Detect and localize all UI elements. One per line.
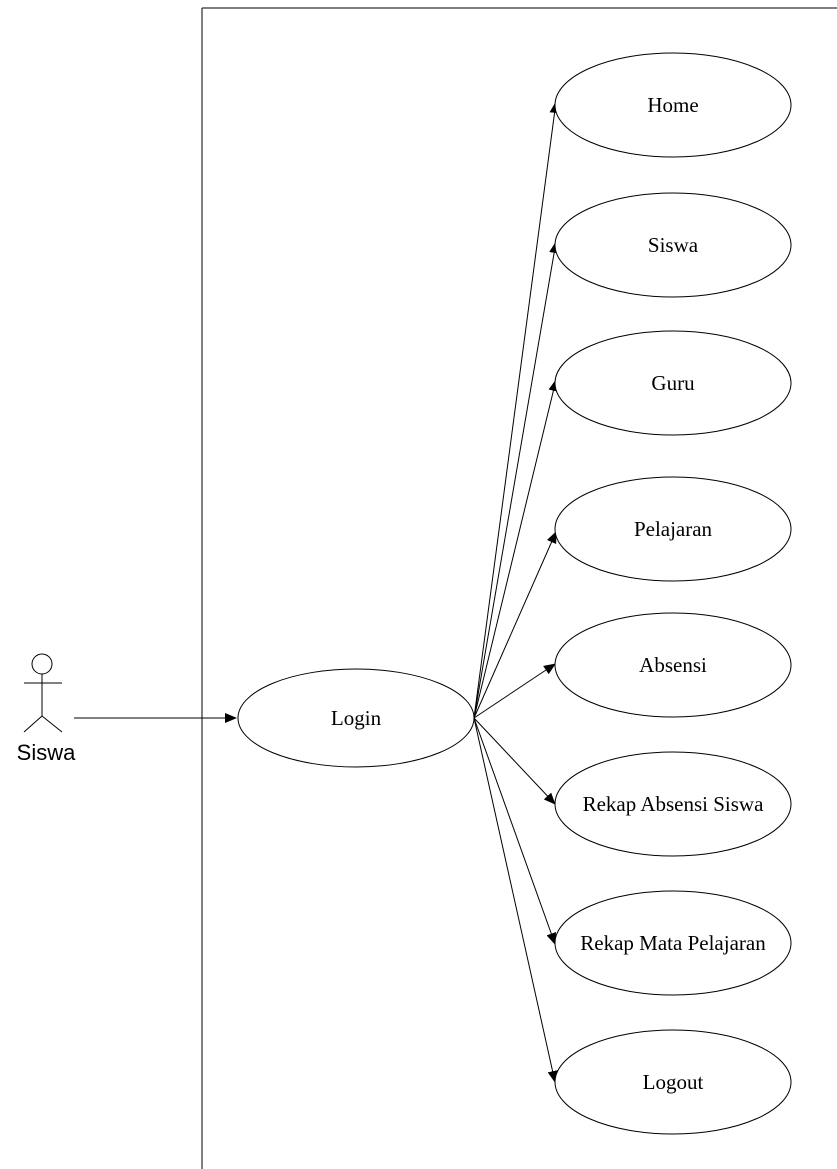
usecase-siswa-ellipse [554,192,792,298]
usecase-pelajaran-label: Pelajaran [634,517,713,541]
system-boundary [201,7,837,1169]
usecase-logout-ellipse [554,1029,792,1135]
usecase-logout-label: Logout [643,1070,704,1094]
usecase-siswa-label: Siswa [648,233,699,257]
assoc-rekap-mata-pelajaran [473,717,556,945]
actor-left-leg [23,715,43,733]
usecase-guru: Guru [554,330,792,436]
usecase-home-ellipse [554,52,792,158]
usecase-rekap-absensi-siswa-ellipse [554,751,792,857]
assoc-rekap-absensi-siswa [473,717,556,805]
usecase-rekap-mata-pelajaran-ellipse [554,890,792,996]
usecase-absensi-ellipse [554,612,792,718]
assoc-home [473,101,560,719]
usecase-rekap-absensi-siswa: Rekap Absensi Siswa [554,751,792,857]
assoc-logout [473,717,558,1083]
usecase-rekap-absensi-siswa-label: Rekap Absensi Siswa [583,792,765,816]
actor-head [31,653,53,675]
actor-siswa: Siswa [17,653,76,765]
assoc-pelajaran [473,531,557,719]
usecase-absensi: Absensi [554,612,792,718]
usecase-siswa: Siswa [554,192,792,298]
usecase-guru-ellipse [554,330,792,436]
usecase-login: Login [237,668,475,768]
usecase-login-label: Login [331,706,382,730]
usecase-home: Home [554,52,792,158]
assoc-siswa [473,241,560,719]
usecase-pelajaran-ellipse [554,476,792,582]
usecase-rekap-mata-pelajaran: Rekap Mata Pelajaran [554,890,792,996]
usecase-pelajaran: Pelajaran [554,476,792,582]
login-associations [473,101,560,1083]
assoc-guru [473,379,559,719]
usecase-home-label: Home [647,93,698,117]
usecase-absensi-label: Absensi [639,653,707,677]
usecase-guru-label: Guru [651,371,695,395]
actor-right-leg [41,715,63,733]
assoc-absensi [473,663,556,719]
usecase-rekap-mata-pelajaran-label: Rekap Mata Pelajaran [580,931,766,955]
actor-label: Siswa [17,740,76,765]
usecase-logout: Logout [554,1029,792,1135]
